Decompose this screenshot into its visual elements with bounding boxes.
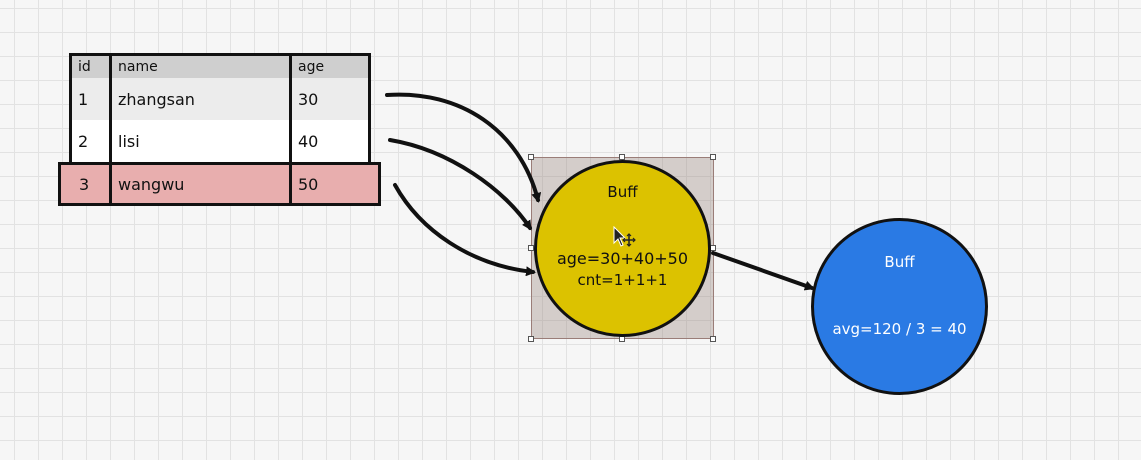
cell-id: 1 [72, 78, 112, 120]
data-table: id name age 1 zhangsan 30 2 lisi 40 [69, 53, 371, 203]
table-row-selected[interactable]: 3 wangwu 50 [58, 162, 381, 206]
result-node-title: Buff [884, 253, 915, 271]
table-row: 2 lisi 40 [72, 120, 368, 162]
arrow-row1-to-buff [385, 92, 542, 203]
cell-id: 2 [72, 120, 112, 162]
cell-name: lisi [112, 120, 292, 162]
pointer-cursor-icon [613, 226, 636, 247]
resize-handle-nw[interactable] [528, 154, 534, 160]
table-row: 1 zhangsan 30 [72, 78, 368, 120]
result-node[interactable]: Buff avg=120 / 3 = 40 [811, 218, 988, 395]
cell-id: 3 [61, 165, 112, 203]
resize-handle-ne[interactable] [710, 154, 716, 160]
header-id: id [72, 56, 112, 78]
cell-name: wangwu [112, 165, 292, 203]
resize-handle-n[interactable] [619, 154, 625, 160]
buff-node-age: age=30+40+50 [556, 249, 689, 268]
cell-age: 50 [298, 174, 319, 194]
resize-handle-w[interactable] [528, 245, 534, 251]
buff-node[interactable]: Buff age=30+40+50 cnt=1+1+1 [534, 160, 711, 337]
buff-node-cnt: cnt=1+1+1 [577, 271, 668, 289]
result-node-avg: avg=120 / 3 = 40 [832, 320, 967, 338]
arrow-row2-to-buff [388, 138, 532, 231]
cell-age: 40 [298, 131, 319, 151]
header-name: name [112, 56, 292, 78]
arrow-row3-to-buff [393, 183, 536, 277]
resize-handle-sw[interactable] [528, 336, 534, 342]
cell-name: zhangsan [112, 78, 292, 120]
resize-handle-se[interactable] [710, 336, 716, 342]
cell-age: 30 [298, 89, 319, 109]
header-age: age [298, 59, 325, 75]
buff-node-title: Buff [607, 183, 638, 201]
table-header: id name age [72, 56, 368, 78]
arrow-buff-to-result [711, 251, 815, 291]
